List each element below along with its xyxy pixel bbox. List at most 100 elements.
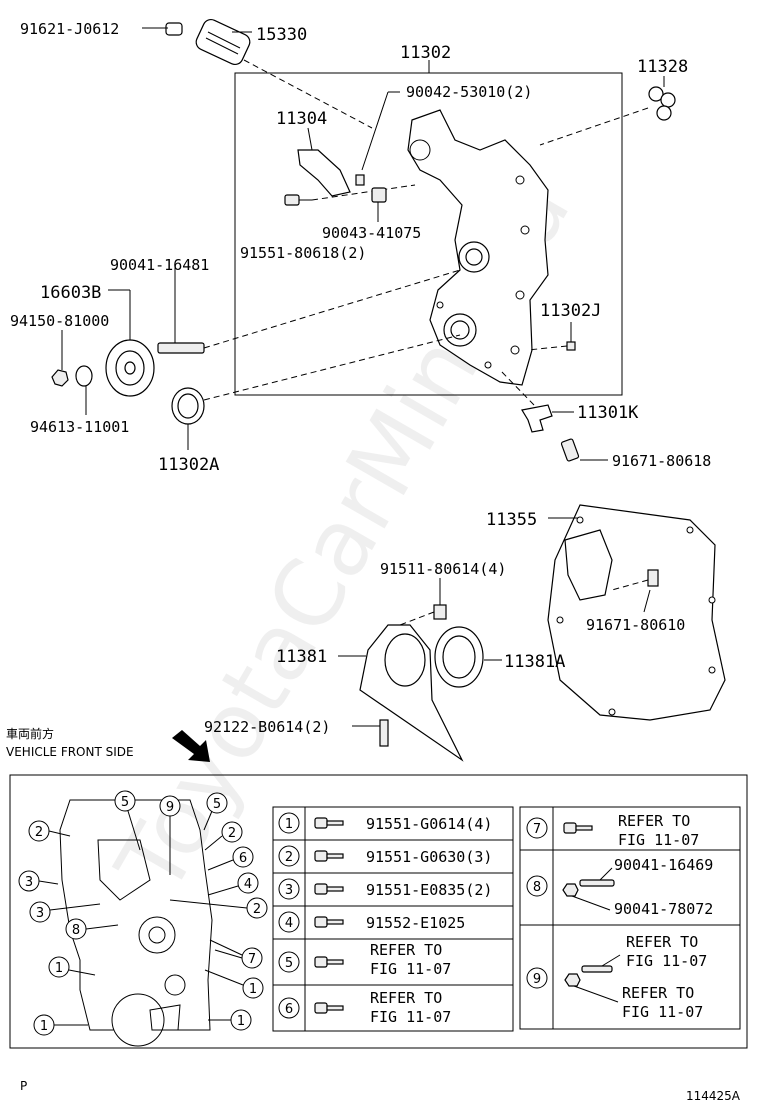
chain-guide-plate	[297, 149, 351, 197]
label-11328: 11328	[637, 57, 688, 77]
label-11301K: 11301K	[577, 403, 639, 423]
svg-text:5: 5	[121, 795, 129, 810]
bolt-icon	[314, 1002, 344, 1014]
stud-92122	[379, 719, 389, 747]
svg-text:1: 1	[285, 817, 293, 832]
label-16603B: 16603B	[40, 283, 101, 303]
mid-labels: 11355 91511-80614(4) 91671-80610 11381 1…	[204, 510, 685, 736]
svg-text:REFER TO: REFER TO	[626, 933, 698, 951]
svg-text:4: 4	[244, 877, 252, 892]
svg-text:2: 2	[285, 850, 293, 865]
oil-control-valve	[165, 18, 251, 66]
svg-text:FIG 11-07: FIG 11-07	[370, 1008, 451, 1026]
svg-text:1: 1	[249, 982, 257, 997]
label-91671-80618: 91671-80618	[612, 452, 711, 470]
svg-text:1: 1	[237, 1014, 245, 1029]
callout-3a: 3	[18, 870, 59, 892]
svg-text:90041-16469: 90041-16469	[614, 856, 713, 874]
nut-icon	[564, 973, 581, 987]
front-side-label-en: VEHICLE FRONT SIDE	[6, 745, 134, 759]
svg-text:91551-G0614(4): 91551-G0614(4)	[366, 815, 492, 833]
label-11302A: 11302A	[158, 455, 219, 475]
svg-text:FIG 11-07: FIG 11-07	[618, 831, 699, 849]
svg-text:7: 7	[533, 822, 541, 837]
label-11381A: 11381A	[504, 652, 565, 672]
callout-9: 9	[159, 795, 181, 875]
label-92122-B0614: 92122-B0614(2)	[204, 718, 330, 736]
label-11304: 11304	[276, 109, 327, 129]
legend-row-6: 6 REFER TO FIG 11-07	[278, 989, 451, 1026]
pin-90042	[355, 174, 365, 186]
callout-4: 4	[207, 872, 259, 896]
legend-row-4: 4 91552-E1025	[278, 911, 465, 933]
svg-text:9: 9	[533, 972, 541, 987]
svg-text:REFER TO: REFER TO	[622, 984, 694, 1002]
diagram-code: 114425A	[686, 1089, 741, 1103]
legend-row-9: 9 REFER TO FIG 11-07 REFER TO FIG 11-07	[526, 933, 707, 1021]
bolt-91671-80618	[560, 438, 580, 462]
legend-table-left	[272, 806, 514, 1032]
callout-3b: 3	[29, 901, 101, 923]
svg-text:3: 3	[36, 906, 44, 921]
svg-text:REFER TO: REFER TO	[370, 989, 442, 1007]
front-side-label-jp: 車両前方	[6, 726, 54, 741]
legend-row-1: 1 91551-G0614(4)	[278, 812, 492, 834]
bolt-icon	[314, 817, 344, 829]
callout-2a: 2	[28, 820, 71, 842]
callout-5a: 5	[114, 790, 141, 851]
pin-11302J	[566, 341, 576, 351]
label-15330: 15330	[256, 25, 307, 45]
detail-cover-outline	[59, 799, 213, 1047]
stud-icon	[581, 965, 613, 973]
idler-pulley	[105, 339, 155, 397]
svg-text:6: 6	[285, 1002, 293, 1017]
svg-text:90041-78072: 90041-78072	[614, 900, 713, 918]
stud-icon	[579, 879, 615, 887]
svg-text:1: 1	[55, 961, 63, 976]
callout-1b: 1	[204, 969, 264, 999]
callout-1c: 1	[33, 1014, 88, 1036]
svg-text:8: 8	[72, 923, 80, 938]
callout-1a: 1	[48, 956, 96, 978]
legend-row-8: 8 90041-16469 90041-78072	[526, 856, 713, 918]
sensor-11301K	[521, 404, 553, 433]
svg-text:7: 7	[248, 952, 256, 967]
svg-text:REFER TO: REFER TO	[618, 812, 690, 830]
front-arrow-icon	[172, 730, 210, 762]
bolt-icon	[314, 883, 344, 895]
svg-text:91551-G0630(3): 91551-G0630(3)	[366, 848, 492, 866]
detail-callouts: 5 9 5 2 2 6 3 4 3 2 8 7 1 1 1 1	[18, 790, 268, 1036]
label-91621-J0612: 91621-J0612	[20, 20, 119, 38]
svg-text:FIG 11-07: FIG 11-07	[626, 952, 707, 970]
bolt-detail-box	[9, 774, 748, 1049]
legend-row-7: 7 REFER TO FIG 11-07	[526, 812, 699, 849]
label-94613-11001: 94613-11001	[30, 418, 129, 436]
svg-text:5: 5	[213, 797, 221, 812]
callout-1d: 1	[208, 1009, 252, 1031]
bolt-icon	[314, 916, 344, 928]
callout-6: 6	[207, 846, 254, 871]
label-11381: 11381	[276, 647, 327, 667]
top-labels: 91621-J0612 15330 11302 90042-53010(2) 1…	[10, 20, 711, 475]
svg-text:2: 2	[228, 826, 236, 841]
svg-text:1: 1	[40, 1019, 48, 1034]
callout-2b: 2	[204, 821, 243, 851]
svg-text:3: 3	[285, 883, 293, 898]
bolt-91551-80618	[284, 194, 300, 206]
svg-text:FIG 11-07: FIG 11-07	[622, 1003, 703, 1021]
bolt-90043	[371, 187, 387, 203]
svg-text:8: 8	[533, 880, 541, 895]
timing-cover-group	[51, 18, 676, 462]
washer-94613	[75, 365, 93, 387]
callout-2c: 2	[169, 897, 268, 919]
legend-table-right	[519, 806, 741, 1030]
label-90042-53010: 90042-53010(2)	[406, 83, 532, 101]
bolt-91671-80610	[647, 569, 659, 587]
svg-text:91552-E1025: 91552-E1025	[366, 914, 465, 932]
label-90043-41075: 90043-41075	[322, 224, 421, 242]
legend-row-2: 2 91551-G0630(3)	[278, 845, 492, 867]
legend-row-5: 5 REFER TO FIG 11-07	[278, 941, 451, 978]
timing-chain-cover	[407, 109, 549, 386]
svg-text:2: 2	[35, 825, 43, 840]
bolt-icon	[314, 850, 344, 862]
